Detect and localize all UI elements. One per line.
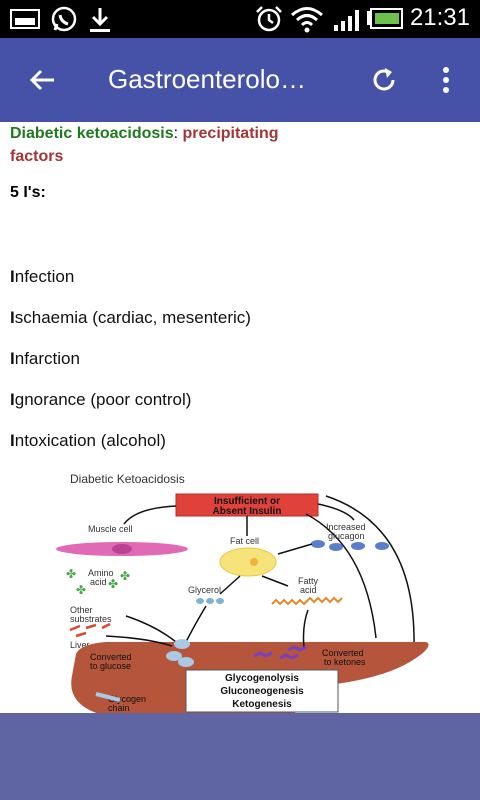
process-2: Gluconeogenesis — [220, 686, 304, 697]
list-item: Ignorance (poor control) — [10, 390, 192, 409]
svg-text:✤: ✤ — [66, 567, 76, 581]
svg-text:✤: ✤ — [120, 569, 130, 583]
dka-diagram: Diabetic Ketoacidosis Insufficient or Ab… — [56, 472, 429, 713]
heading-separator: : — [173, 125, 183, 142]
back-button[interactable] — [20, 58, 64, 102]
liver-label: Liver — [70, 640, 90, 650]
process-1: Glycogenolysis — [225, 673, 299, 684]
article-content: Diabetic ketoacidosis: precipitating fac… — [0, 122, 480, 713]
more-options-button[interactable] — [424, 58, 468, 102]
process-3: Ketogenesis — [232, 699, 292, 710]
glycerol-label: Glycerol — [188, 585, 221, 595]
article-heading: Diabetic ketoacidosis: precipitating fac… — [10, 122, 330, 168]
list-item: Ischaemia (cardiac, mesenteric) — [10, 308, 251, 327]
fatty-acid-label-2: acid — [300, 585, 317, 595]
converted-glucose-label-1: Converted — [90, 652, 132, 662]
other-substrates-label-1: Other — [70, 605, 93, 615]
fat-cell-label: Fat cell — [230, 536, 259, 546]
refresh-icon — [373, 68, 395, 91]
signal-icon — [334, 10, 359, 31]
processes-box — [185, 669, 339, 713]
amino-acid-label-2: acid — [90, 577, 107, 587]
list-item: Intoxication (alcohol) — [10, 431, 166, 450]
svg-text:✤: ✤ — [108, 577, 118, 591]
whatsapp-icon — [51, 6, 77, 32]
app-bar: Gastroenterolo… — [0, 38, 480, 122]
more-vert-icon — [443, 67, 449, 93]
muscle-cell-label: Muscle cell — [88, 524, 133, 534]
converted-glucose-label-2: to glucose — [90, 661, 131, 671]
converted-ketones-label-1: Converted — [322, 648, 364, 658]
clock: 21:31 — [409, 4, 470, 31]
fatty-acid-label-1: Fatty — [298, 576, 319, 586]
fat-cell — [219, 547, 277, 577]
other-substrates-label-2: substrates — [70, 614, 112, 624]
page-title: Gastroenterolo… — [108, 64, 306, 94]
status-bar: 21:31 — [0, 0, 480, 38]
bottom-bar — [0, 713, 480, 800]
list-item: Infection — [10, 267, 75, 286]
glycogen-chain-label-1: Glycogen — [108, 694, 146, 704]
heading-topic: Diabetic ketoacidosis — [10, 125, 174, 142]
glucagon-label-1: Increased — [326, 522, 366, 532]
glucagon-label-2: glucagon — [328, 531, 365, 541]
glycogen-chain-label-2: chain — [108, 703, 130, 713]
converted-ketones-label-2: to ketones — [324, 657, 366, 667]
wifi-icon — [291, 7, 323, 33]
alarm-icon — [256, 6, 282, 32]
amino-acid-label-1: Amino — [88, 568, 114, 578]
download-icon — [90, 8, 110, 32]
battery-icon — [367, 8, 403, 29]
subheading: 5 I's: — [10, 184, 46, 201]
insulin-label-2: Absent Insulin — [213, 506, 282, 517]
image-icon — [10, 9, 40, 29]
list-item: Infarction — [10, 349, 80, 368]
diagram-title: Diabetic Ketoacidosis — [70, 472, 185, 486]
heading-subtopic: precipitating factors — [10, 125, 279, 165]
arrow-back-icon — [29, 69, 54, 91]
svg-text:✤: ✤ — [76, 583, 86, 597]
refresh-button[interactable] — [362, 58, 406, 102]
insulin-label-1: Insufficient or — [214, 496, 280, 507]
